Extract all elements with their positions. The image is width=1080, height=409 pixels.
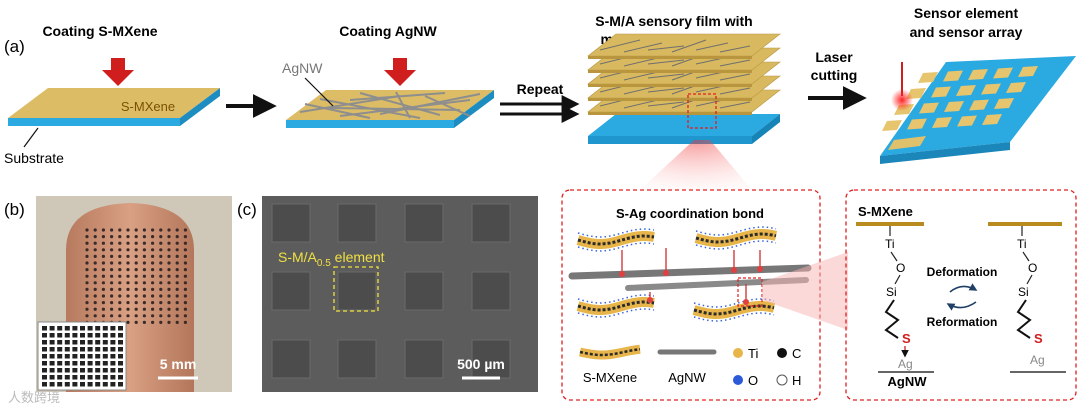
laser-spot (891, 62, 913, 111)
legend-smxene: S-MXene (583, 370, 637, 385)
agnw-plate (286, 90, 494, 128)
mech-right-chain: Ti O Si S Ag (1010, 226, 1066, 373)
mech-smxene-label: S-MXene (858, 204, 913, 219)
substrate-pointer (23, 127, 39, 148)
step3-title-line1: S-M/A sensory film with (595, 13, 752, 29)
finger-photo (36, 196, 232, 392)
legend-agnw: AgNW (668, 370, 706, 385)
mechanism-panel-frame (845, 189, 1077, 401)
panel-label-a: (a) (4, 37, 25, 56)
step4-title-line2: and sensor array (910, 24, 1023, 40)
bond-title: S-Ag coordination bond (616, 206, 764, 221)
mech-left-chain: Ti O Si S Ag AgNW (878, 226, 934, 389)
sem-image (262, 196, 538, 392)
zoom-beam (640, 140, 752, 190)
zoom-box-stack (687, 93, 717, 129)
legend-ti: Ti (748, 346, 758, 361)
sem-element-box (333, 266, 379, 312)
panel-label-b: (b) (4, 200, 25, 219)
mech-left-ag: Ag (898, 357, 913, 371)
step1-title: Coating S-MXene (42, 23, 157, 39)
mech-left-o: O (896, 261, 905, 275)
mech-right-ti: Ti (1017, 237, 1027, 251)
legend-h-dot (776, 374, 788, 386)
mech-right-o: O (1028, 261, 1037, 275)
photo-scale-label: 5 mm (160, 356, 197, 372)
laser-label-line1: Laser (815, 49, 853, 65)
sem-scale-label: 500 µm (457, 356, 505, 372)
step2-title: Coating AgNW (339, 23, 437, 39)
mech-left-s: S (902, 331, 911, 346)
mech-deform-arrow (949, 283, 978, 293)
bond-illustration (568, 226, 812, 322)
multilayer-stack (587, 33, 781, 144)
substrate-label: Substrate (4, 150, 64, 166)
mech-reform-arrow (946, 301, 977, 311)
legend-o-dot (733, 375, 743, 385)
legend-ti-dot (733, 348, 743, 358)
bond-zoom-beam (762, 252, 848, 330)
step4-title-line1: Sensor element (914, 5, 1019, 21)
down-arrow-2 (384, 58, 416, 86)
smxene-plate (8, 88, 220, 126)
mech-reformation-label: Reformation (927, 315, 998, 329)
mech-agnw-label: AgNW (888, 374, 928, 389)
watermark: 人数跨境 (8, 390, 60, 405)
sem-element-label: S-M/A0.5 element (278, 249, 385, 269)
sensor-array-plate (880, 56, 1076, 164)
mech-deformation-label: Deformation (927, 265, 998, 279)
laser-label-line2: cutting (811, 67, 858, 83)
legend-c: C (792, 346, 801, 361)
agnw-pointer (304, 77, 334, 107)
bond-legend: S-MXene AgNW Ti C O H (579, 344, 801, 388)
down-arrow-1 (102, 58, 134, 86)
mech-right-si: Si (1018, 285, 1029, 299)
mech-left-ti: Ti (885, 237, 895, 251)
panel-label-c: (c) (237, 200, 257, 219)
smxene-layer-label: S-MXene (121, 99, 175, 114)
repeat-label: Repeat (517, 81, 564, 97)
mech-right-s: S (1034, 331, 1043, 346)
agnw-label: AgNW (282, 60, 323, 76)
legend-c-dot (777, 348, 787, 358)
legend-o: O (748, 373, 758, 388)
mech-left-si: Si (886, 285, 897, 299)
legend-h: H (792, 373, 801, 388)
mech-right-ag: Ag (1030, 353, 1045, 367)
